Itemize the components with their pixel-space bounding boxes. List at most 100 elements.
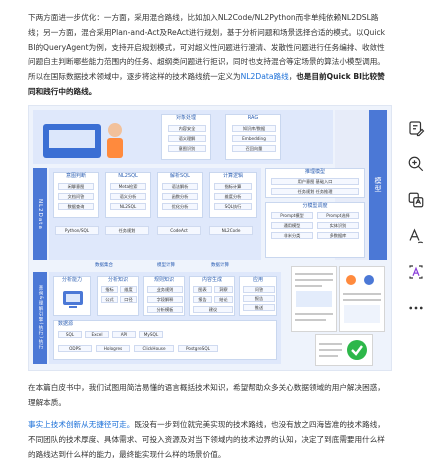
engine-bar: 查询&理解引擎(执行)执行: [33, 272, 47, 364]
chip: 文档问答: [58, 193, 94, 200]
chip: SQL执行: [214, 203, 252, 210]
user-illustration: [43, 118, 133, 158]
chip: PostgreSQL: [178, 345, 218, 352]
chip: 洞察: [214, 286, 233, 293]
diagram-lower-col-3: 内容生成 图表 洞察 报告 结论 建议: [189, 276, 235, 316]
col-title: 解析SQL: [170, 173, 190, 179]
sources-title: 数据源: [58, 321, 74, 327]
dashboard-thumbnail: [339, 266, 385, 332]
diagram-lower-col-1: 分析知识 指标 维度 公式 口径: [97, 276, 139, 316]
chip: 建议: [193, 306, 233, 313]
nl2data-bar: NL2Data: [33, 168, 47, 260]
chip: 多数据库: [317, 232, 359, 239]
connector-label: 数据集合: [95, 263, 113, 268]
analysis-title: 分析能力: [61, 277, 82, 283]
chip: 语义理解: [168, 135, 206, 142]
chip-nl2code: NL2Code: [209, 226, 253, 235]
report-thumbnail: [291, 266, 337, 332]
chip: 报告: [193, 296, 212, 303]
zoom-in-button[interactable]: [402, 150, 430, 178]
chip: 闲聊意图: [58, 183, 94, 190]
chip: 问答: [243, 286, 275, 293]
chip: 数据查询: [58, 203, 94, 210]
chip: 指标计算: [214, 183, 252, 190]
chip: 语法解析: [162, 183, 198, 190]
connector-label: 数据计算: [211, 263, 229, 268]
chip: 任务规划 任务推理: [271, 188, 359, 195]
architecture-diagram: 对象处理 内容安全 语义理解 意图识别 RAG 知识库/数据 Embedding…: [28, 105, 392, 371]
diagram-object-processing: 对象处理 内容安全 语义理解 意图识别: [161, 114, 211, 160]
chip: 优化分析: [162, 203, 198, 210]
object-processing-title: 对象处理: [175, 115, 196, 121]
chip: 口径: [120, 296, 137, 303]
paragraph-conclusion: 事实上技术创新从无捷径可走。既没有一步到位就完美实现的技术路线，也没有放之四海皆…: [0, 418, 396, 462]
chip: Excel: [85, 331, 109, 338]
connector-label: 模型计算: [157, 263, 175, 268]
more-button[interactable]: [402, 294, 430, 322]
col-title: 计算逻辑: [222, 173, 243, 179]
chip-python-sql: Python/SQL: [55, 226, 99, 235]
paragraph-summary: 在本篇白皮书中，我们试图用简洁易懂的语言概括技术知识，希望帮助众多关心数据领域的…: [28, 383, 385, 407]
ai-translate-button[interactable]: [402, 258, 430, 286]
edit-note-icon: [409, 121, 425, 137]
chip: 召回向量: [232, 145, 276, 152]
paragraph-intro: 下两方面进一步优化：一方面，采用混合路线，比如加入NL2Code/NL2Pyth…: [0, 11, 396, 100]
link-innovation[interactable]: 事实上技术创新从无捷径可走。: [28, 420, 135, 429]
diagram-model-dispatch: 分模型调度 Prompt模型 Prompt选择 通用模型 实体识别 非米分类 多…: [265, 202, 365, 258]
chip: Prompt模型: [271, 212, 313, 219]
chip: 结论: [214, 296, 233, 303]
chip: 语义分析: [110, 193, 146, 200]
chip: MySQL: [139, 331, 163, 338]
chip: 维度: [120, 286, 137, 293]
chip: 公式: [101, 296, 118, 303]
diagram-reasoning-model: 推理模型 用户意图 基础入口 任务规划 任务推理: [265, 168, 365, 198]
zoom-in-icon: [408, 156, 424, 172]
chip: 指标: [101, 286, 118, 293]
edit-note-button[interactable]: [402, 114, 430, 142]
chip: 非米分类: [271, 232, 313, 239]
chip: NL2SQL: [110, 203, 146, 210]
chip: Prompt选择: [317, 212, 359, 219]
diagram-lower-col-4: 应用 问答 报告 推送: [239, 276, 277, 316]
chip: API: [112, 331, 136, 338]
col-title: 规则知识: [153, 277, 174, 283]
result-thumbnail: [315, 334, 373, 366]
col-title: 内容生成: [201, 277, 222, 283]
chip: ClickHouse: [134, 345, 174, 352]
chip: 内容安全: [168, 125, 206, 132]
chip: Meta检索: [110, 183, 146, 190]
diagram-col-intent: 意图判断 闲聊意图 文档问答 数据查询: [53, 172, 99, 218]
chip: 维度分析: [214, 193, 252, 200]
copy-translate-button[interactable]: [402, 186, 430, 214]
chip: 用户意图 基础入口: [271, 178, 359, 185]
diagram-rag: RAG 知识库/数据 Embedding 召回向量: [225, 114, 281, 160]
paragraph-intro-text: 下两方面进一步优化：一方面，采用混合路线，比如加入NL2Code/NL2Pyth…: [28, 13, 386, 82]
chip: 字段解释: [147, 296, 183, 303]
col-title: 分析知识: [107, 277, 128, 283]
link-nl2data-route[interactable]: NL2Data路线: [240, 72, 289, 82]
paragraph-conclusion-text: 既没有一步到位就完美实现的技术路线，也没有放之四海皆准的技术路线，不同团队的技术…: [28, 420, 385, 459]
chip: 实体识别: [317, 222, 359, 229]
col-title: 意图判断: [65, 173, 86, 179]
chip: 图表: [193, 286, 212, 293]
reasoning-model-title: 推理模型: [304, 169, 325, 175]
chip: ODPS: [58, 345, 92, 352]
ai-translate-icon: [409, 265, 423, 279]
rag-title: RAG: [247, 115, 259, 121]
diagram-lower-col-2: 规则知识 业务规则 字段解释 分析模板: [143, 276, 185, 316]
diagram-analysis: 分析能力: [53, 276, 91, 316]
col-title: 应用: [252, 277, 263, 283]
text-style-icon: [409, 228, 424, 244]
chip: 推送: [243, 304, 275, 311]
chip: 报告: [243, 295, 275, 302]
chip-task-plan: 任务规划: [105, 226, 149, 235]
more-icon: [409, 306, 423, 310]
copy-translate-icon: [408, 192, 424, 208]
model-bar: 模型: [369, 110, 387, 260]
col-title: NL2SQL: [118, 173, 138, 179]
text-style-button[interactable]: [402, 222, 430, 250]
paragraph-intro-comma: ，: [288, 72, 297, 82]
link-quickbi-route[interactable]: 目前Quick BI比较赞同和践行中的路线: [28, 72, 385, 96]
chip-codeact: CodeAct: [157, 226, 201, 235]
chip: 通用模型: [271, 222, 313, 229]
